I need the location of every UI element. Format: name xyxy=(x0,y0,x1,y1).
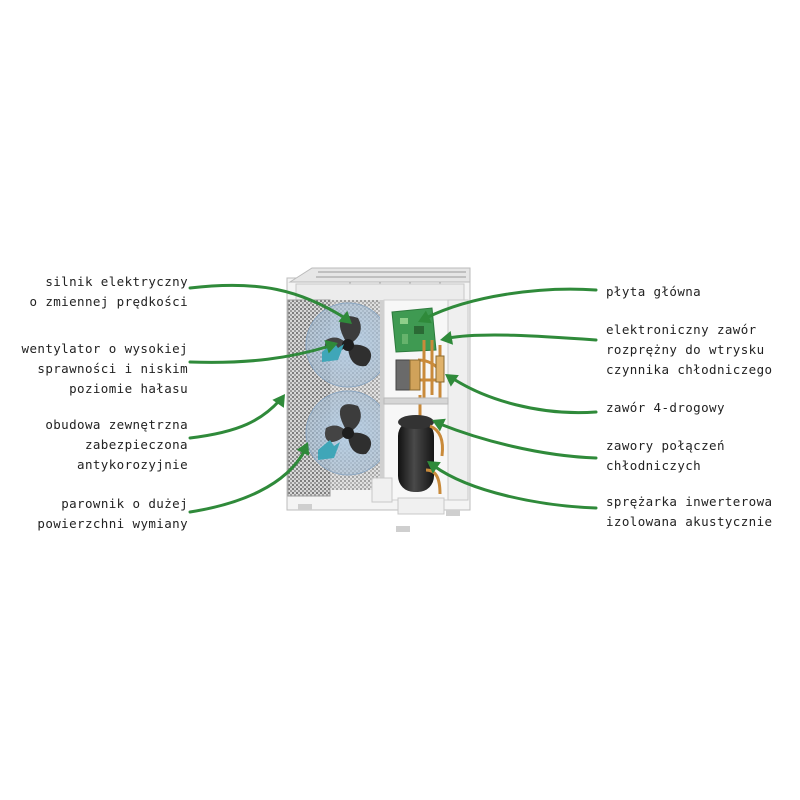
circuit-board-icon xyxy=(391,307,437,353)
arrow-connvalves xyxy=(438,422,598,460)
arrow-motor-head xyxy=(338,310,352,324)
label-connection-valves: zawory połączeń chłodniczych xyxy=(606,438,725,473)
arrow-connvalves-head xyxy=(432,418,446,432)
arrow-motor xyxy=(188,283,347,320)
arrow-casing-head xyxy=(272,394,285,408)
arrow-evaporator-head xyxy=(296,442,310,456)
arrow-mainboard xyxy=(424,287,598,320)
fan-icon xyxy=(305,390,391,476)
top-vent xyxy=(288,267,471,283)
outdoor-unit-illustration xyxy=(286,267,471,532)
arrow-casing xyxy=(188,398,282,440)
arrow-evaporator xyxy=(188,448,307,514)
arrow-4way xyxy=(450,376,598,415)
label-expansion-valve: elektroniczny zawór rozprężny do wtrysku… xyxy=(606,322,773,377)
label-4way-valve: zawór 4-drogowy xyxy=(606,400,725,415)
arrow-compressor xyxy=(432,464,598,510)
arrow-expansion-head xyxy=(440,331,454,345)
compressor-icon xyxy=(398,415,444,495)
label-compressor: sprężarka inwerterowa izolowana akustycz… xyxy=(606,494,773,529)
label-fan: wentylator o wysokiej sprawności i niski… xyxy=(21,341,188,396)
label-mainboard: płyta główna xyxy=(606,284,702,299)
airflow-arrow-icon xyxy=(318,342,344,460)
arrow-compressor-head xyxy=(427,461,441,474)
arrow-4way-head xyxy=(445,374,459,387)
label-evaporator: parownik o dużej powierzchni wymiany xyxy=(37,496,188,531)
arrow-expansion xyxy=(446,333,598,342)
arrow-mainboard-head xyxy=(418,310,432,324)
label-motor: silnik elektryczny o zmiennej prędkości xyxy=(29,274,188,309)
arrow-fan-head xyxy=(324,340,338,354)
arrow-fan xyxy=(188,344,332,364)
label-casing: obudowa zewnętrzna zabezpieczona antykor… xyxy=(45,417,188,472)
